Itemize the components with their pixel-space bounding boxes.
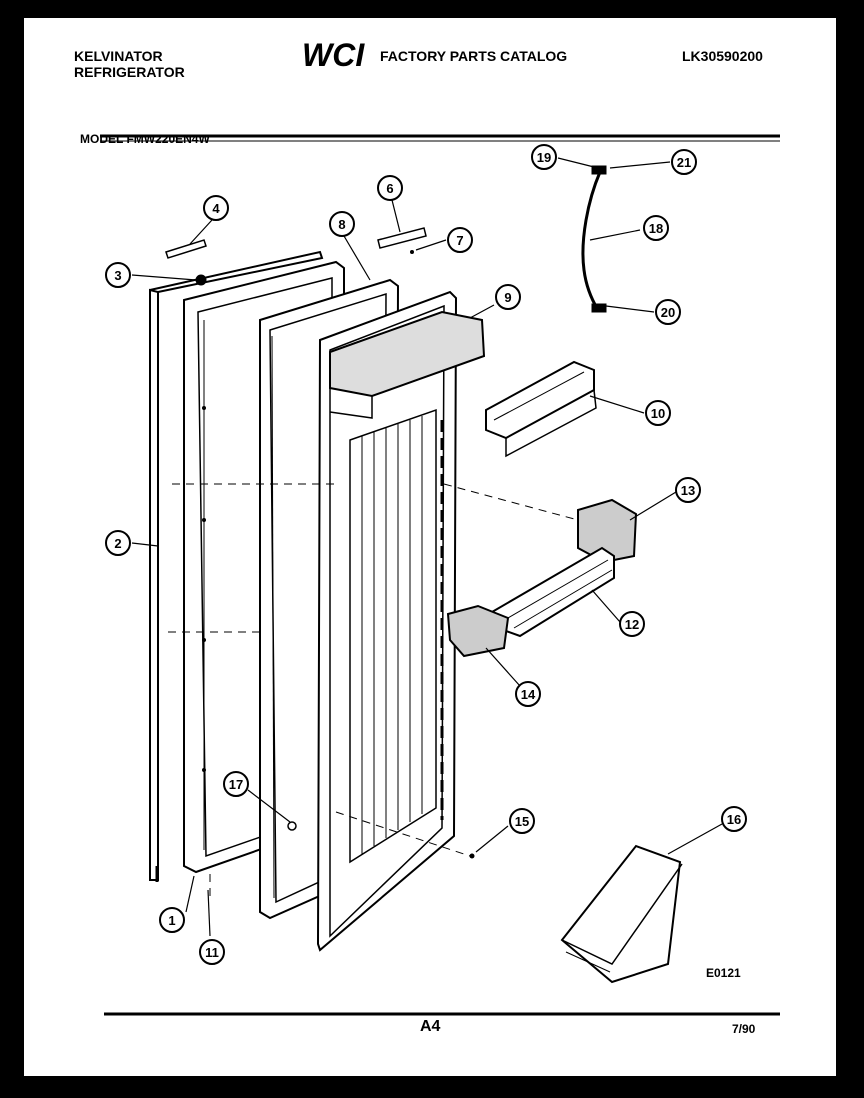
svg-text:10: 10 — [651, 406, 665, 421]
svg-text:15: 15 — [515, 814, 529, 829]
part-screw-7 — [410, 250, 414, 254]
svg-text:19: 19 — [537, 150, 551, 165]
callout-1: 1 — [159, 907, 185, 933]
part-door-shelf-12 — [491, 546, 615, 638]
callout-21: 21 — [671, 149, 697, 175]
svg-text:16: 16 — [727, 812, 741, 827]
svg-text:9: 9 — [504, 290, 511, 305]
part-top-cap-6 — [377, 227, 427, 249]
revision-date: 7/90 — [732, 1022, 756, 1036]
svg-text:13: 13 — [681, 483, 695, 498]
callout-17: 17 — [223, 771, 249, 797]
wci-logo-text: WCI — [302, 38, 365, 72]
callout-19: 19 — [531, 144, 557, 170]
part-wire-harness-18 — [581, 165, 607, 313]
svg-text:21: 21 — [677, 155, 691, 170]
callout-6: 6 — [377, 175, 403, 201]
svg-text:4: 4 — [212, 201, 220, 216]
callout-markers: 1 2 3 4 6 7 8 9 10 11 12 13 14 15 16 17 … — [105, 144, 747, 965]
callout-20: 20 — [655, 299, 681, 325]
part-shelf-bracket-14 — [446, 604, 510, 658]
part-top-cap-4 — [165, 239, 207, 259]
callout-9: 9 — [495, 284, 521, 310]
drawing-code: E0121 — [706, 966, 741, 980]
svg-text:3: 3 — [114, 268, 121, 283]
callout-3: 3 — [105, 262, 131, 288]
reference-lines — [168, 483, 579, 896]
svg-text:18: 18 — [649, 221, 663, 236]
callout-8: 8 — [329, 211, 355, 237]
part-screw-15 — [469, 853, 475, 859]
part-door-shelf-10 — [485, 360, 597, 458]
part-dairy-bin-16 — [560, 844, 683, 984]
callout-14: 14 — [515, 681, 541, 707]
svg-text:17: 17 — [229, 777, 243, 792]
callout-18: 18 — [643, 215, 669, 241]
callout-10: 10 — [645, 400, 671, 426]
page-number: A4 — [420, 1018, 441, 1035]
svg-text:1: 1 — [168, 913, 175, 928]
callout-16: 16 — [721, 806, 747, 832]
brand-line-1: KELVINATOR — [74, 48, 163, 64]
callout-11: 11 — [199, 939, 225, 965]
callout-15: 15 — [509, 808, 535, 834]
callout-12: 12 — [619, 611, 645, 637]
svg-text:12: 12 — [625, 617, 639, 632]
catalog-number: LK30590200 — [682, 48, 763, 64]
svg-text:2: 2 — [114, 536, 121, 551]
callout-13: 13 — [675, 477, 701, 503]
callout-7: 7 — [447, 227, 473, 253]
brand-line-2: REFRIGERATOR — [74, 64, 185, 80]
svg-text:14: 14 — [521, 687, 536, 702]
part-shelf-bracket-13 — [577, 498, 638, 564]
svg-text:8: 8 — [338, 217, 345, 232]
part-gasket — [149, 250, 324, 882]
svg-text:7: 7 — [456, 233, 463, 248]
callout-2: 2 — [105, 530, 131, 556]
part-inner-door-liner — [316, 290, 486, 952]
callout-4: 4 — [203, 195, 229, 221]
brand-block: KELVINATOR REFRIGERATOR — [74, 48, 185, 80]
wci-logo: WCI — [302, 38, 365, 72]
leader-lines — [131, 157, 723, 937]
svg-text:20: 20 — [661, 305, 675, 320]
svg-text:11: 11 — [205, 945, 219, 960]
catalog-title: FACTORY PARTS CATALOG — [380, 48, 568, 64]
part-plug-17 — [287, 821, 297, 831]
svg-text:6: 6 — [386, 181, 393, 196]
